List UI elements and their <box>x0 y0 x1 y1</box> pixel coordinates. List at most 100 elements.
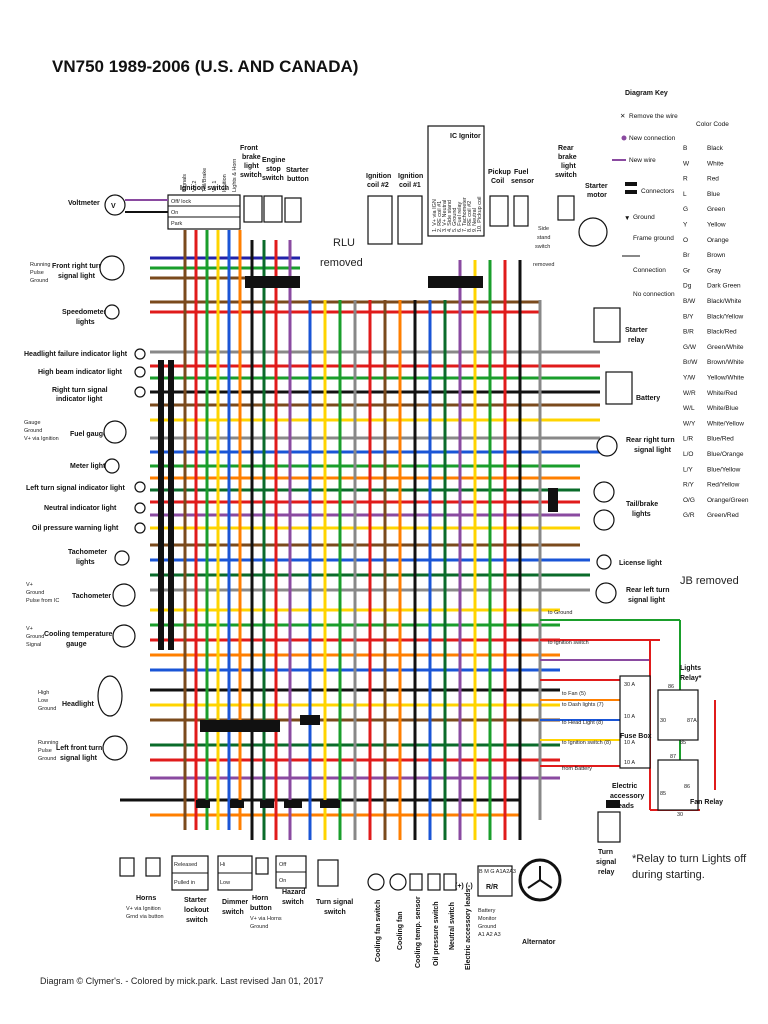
svg-text:Coil: Coil <box>491 178 504 185</box>
ignition-coil-1: Ignition coil #1 <box>397 173 423 245</box>
svg-text:86: 86 <box>684 784 690 790</box>
svg-text:Cooling temp. sensor: Cooling temp. sensor <box>415 896 422 968</box>
svg-text:V+ via Horns: V+ via Horns <box>250 916 282 922</box>
svg-text:Oil pressure warning light: Oil pressure warning light <box>32 525 119 532</box>
color-code-name: White/Yellow <box>707 420 744 427</box>
svg-text:Ground: Ground <box>26 590 44 596</box>
ignition-coil-2: Ignition coil #2 <box>366 173 393 245</box>
svg-text:License light: License light <box>619 560 662 567</box>
svg-text:Starter: Starter <box>585 183 608 190</box>
svg-text:10 A: 10 A <box>624 714 635 720</box>
svg-text:brake: brake <box>558 154 577 161</box>
color-code-name: Brown <box>707 252 726 259</box>
svg-text:switch: switch <box>186 917 208 924</box>
svg-text:from Battery: from Battery <box>562 766 592 772</box>
svg-text:V+ via Ignition: V+ via Ignition <box>126 906 161 912</box>
svg-text:4. Side stand: 4. Side stand <box>447 200 453 232</box>
svg-text:Ground: Ground <box>24 428 42 434</box>
color-code-name: Dark Green <box>707 283 741 290</box>
rear-brake-switch: Rear brake light switch <box>555 145 577 221</box>
svg-text:Rear: Rear <box>558 145 574 152</box>
svg-text:7. Tachometer: 7. Tachometer <box>462 197 468 232</box>
color-code-abbr: W/Y <box>683 420 696 427</box>
svg-text:Pickup: Pickup <box>488 169 511 176</box>
relay-note-1: *Relay to turn Lights off <box>632 853 747 865</box>
svg-text:Off: Off <box>279 862 287 868</box>
color-code-name: Green/White <box>707 344 744 351</box>
svg-text:Ground: Ground <box>478 924 496 930</box>
color-code-abbr: R/Y <box>683 482 695 489</box>
jb-removed-note: JB removed <box>680 575 739 587</box>
svg-text:Remove the wire: Remove the wire <box>629 113 678 120</box>
battery <box>605 371 633 405</box>
color-code-abbr: O <box>683 237 688 244</box>
svg-text:Hi: Hi <box>220 862 225 868</box>
svg-text:Turn signal: Turn signal <box>316 899 353 906</box>
color-code-abbr: W <box>683 160 690 167</box>
right-components: Starter relay Battery Rear right turn si… <box>548 307 747 881</box>
svg-text:Pulled in: Pulled in <box>174 880 195 886</box>
svg-text:Ground: Ground <box>30 278 48 284</box>
lights-relay <box>657 689 699 741</box>
color-code-abbr: B/R <box>683 329 694 336</box>
svg-text:Fuel gauge: Fuel gauge <box>70 431 107 438</box>
color-code-abbr: W/L <box>683 405 695 412</box>
svg-text:Gauge: Gauge <box>24 420 41 426</box>
svg-text:Starter: Starter <box>625 327 648 334</box>
svg-text:Low: Low <box>38 698 48 704</box>
svg-text:relay: relay <box>628 337 644 344</box>
svg-text:Monitor: Monitor <box>478 916 497 922</box>
svg-text:Ground: Ground <box>38 706 56 712</box>
svg-text:lights: lights <box>76 559 95 566</box>
color-code-abbr: Br/W <box>683 359 698 366</box>
svg-text:Front: Front <box>240 145 259 152</box>
svg-text:to Ignition switch (8): to Ignition switch (8) <box>562 740 611 746</box>
svg-text:leads: leads <box>616 803 634 810</box>
side-stand-note: Side stand switch removed <box>533 226 554 268</box>
svg-text:Rear right turn: Rear right turn <box>626 437 675 444</box>
voltmeter: Voltmeter V <box>68 194 168 216</box>
svg-text:Ignition: Ignition <box>398 173 423 180</box>
svg-text:Signal: Signal <box>26 642 41 648</box>
color-code-name: Green <box>707 206 725 213</box>
fuse-box <box>619 675 651 769</box>
svg-text:Starter: Starter <box>286 167 309 174</box>
svg-text:10 A: 10 A <box>624 760 635 766</box>
svg-text:signal light: signal light <box>60 755 98 762</box>
svg-text:Neutral indicator light: Neutral indicator light <box>44 505 117 512</box>
svg-text:Ground: Ground <box>633 214 655 221</box>
ign-col-lights: Lights & Horn <box>232 159 238 192</box>
color-code-abbr: R <box>683 176 688 183</box>
color-code-abbr: Gr <box>683 267 691 274</box>
svg-text:B M G A1A2A3: B M G A1A2A3 <box>479 869 516 875</box>
svg-text:Battery: Battery <box>478 908 496 914</box>
svg-text:▼: ▼ <box>624 215 630 222</box>
svg-text:30: 30 <box>677 812 683 818</box>
svg-text:85: 85 <box>680 740 686 746</box>
svg-text:Running: Running <box>30 262 51 268</box>
rlu-removed-note: RLU removed <box>320 237 363 269</box>
svg-text:V+: V+ <box>26 626 33 632</box>
svg-text:Ground: Ground <box>26 634 44 640</box>
svg-text:Right turn signal: Right turn signal <box>52 387 108 394</box>
svg-text:light: light <box>561 163 576 170</box>
svg-text:signal light: signal light <box>628 597 666 604</box>
pickup-coil: Pickup Coil <box>488 169 511 227</box>
svg-text:New connection: New connection <box>629 135 676 142</box>
svg-text:Rear left turn: Rear left turn <box>626 587 670 594</box>
svg-text:On: On <box>279 878 286 884</box>
svg-text:✕: ✕ <box>620 113 625 120</box>
svg-text:light: light <box>244 163 259 170</box>
starter-motor: Starter motor <box>578 183 608 247</box>
svg-text:to Ignition switch: to Ignition switch <box>548 640 589 646</box>
relay-note-2: during starting. <box>632 869 705 881</box>
fuel-sensor: Fuel sensor <box>511 169 534 227</box>
svg-text:Lights: Lights <box>680 665 701 672</box>
svg-text:accessory: accessory <box>610 793 644 800</box>
svg-text:2. RE coil #1: 2. RE coil #1 <box>437 201 443 232</box>
color-code-name: White/Blue <box>707 405 739 412</box>
svg-text:V: V <box>111 203 116 210</box>
svg-text:V+: V+ <box>26 582 33 588</box>
ignition-switch-label: Ignition switch <box>180 185 229 192</box>
